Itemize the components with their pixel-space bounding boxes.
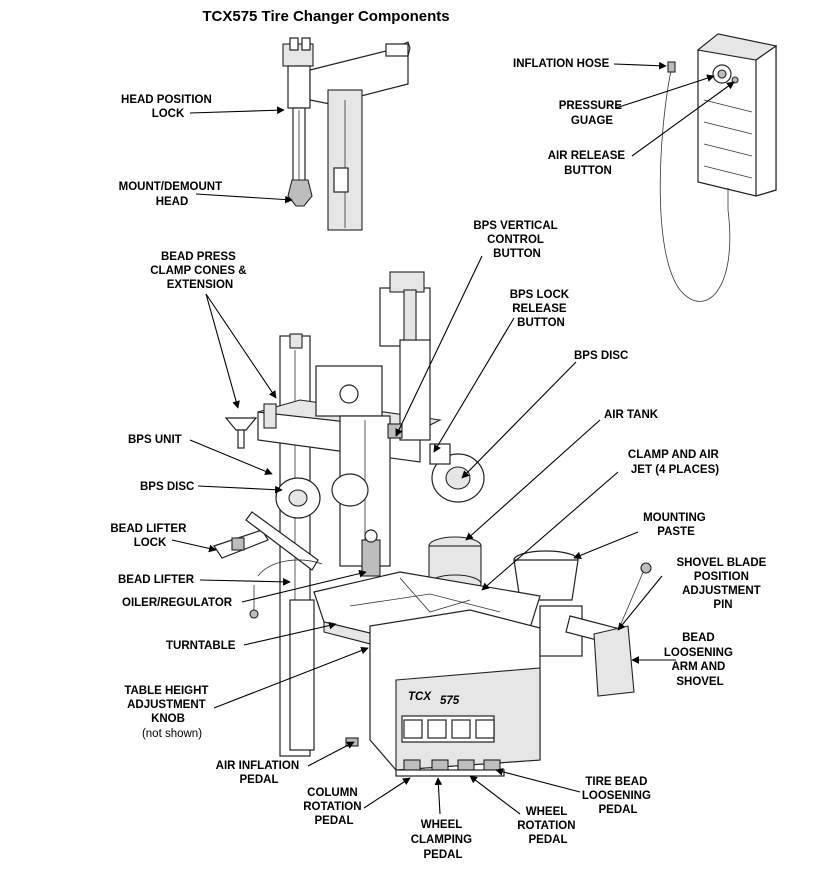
inflation-box-inset [659, 33, 778, 302]
label-wheel-clamping-pedal: WHEEL CLAMPING PEDAL [411, 819, 476, 861]
label-inflation-hose: INFLATION HOSE [513, 58, 610, 70]
label-air-release-button: AIR RELEASE BUTTON [548, 150, 629, 177]
brand-prefix: TCX [408, 691, 432, 703]
label-wheel-rotation-pedal: WHEEL ROTATION PEDAL [517, 806, 579, 846]
label-air-tank: AIR TANK [604, 409, 659, 421]
leader-lines [171, 61, 735, 815]
label-shovel-blade-position: SHOVEL BLADE POSITION ADJUSTMENT PIN [676, 557, 769, 611]
labels: INFLATION HOSE PRESSURE GUAGE AIR RELEAS… [110, 58, 769, 861]
label-clamp-and-air-jet: CLAMP AND AIR JET (4 PLACES) [628, 449, 722, 476]
label-bead-loosening-arm: BEAD LOOSENING ARM AND SHOVEL [664, 632, 736, 688]
label-bps-disc-right: BPS DISC [574, 350, 628, 362]
label-bead-press-clamp-cones: BEAD PRESS CLAMP CONES & EXTENSION [150, 251, 249, 291]
label-tire-bead-loosening-pedal: TIRE BEAD LOOSENING PEDAL [582, 776, 654, 816]
label-air-inflation-pedal: AIR INFLATION PEDAL [216, 760, 303, 786]
brand-number: 575 [440, 695, 460, 707]
diagram-title: TCX575 Tire Changer Components [202, 8, 449, 25]
label-bps-unit: BPS UNIT [128, 434, 182, 446]
label-column-rotation-pedal: COLUMN ROTATION PEDAL [303, 787, 365, 827]
label-mounting-paste: MOUNTING PASTE [643, 512, 709, 538]
label-bps-lock-release-button: BPS LOCK RELEASE BUTTON [510, 289, 573, 329]
label-bps-vertical-control-button: BPS VERTICAL CONTROL BUTTON [473, 220, 560, 260]
label-bead-lifter-lock: BEAD LIFTER LOCK [110, 523, 189, 549]
label-table-height-knob: TABLE HEIGHT ADJUSTMENT KNOB [124, 685, 211, 725]
label-table-height-note: (not shown) [142, 728, 202, 740]
label-bps-disc-left: BPS DISC [140, 481, 194, 493]
label-head-position-lock: HEAD POSITION LOCK [121, 94, 215, 120]
mount-demount-head-inset [282, 37, 411, 231]
label-pressure-guage: PRESSURE GUAGE [559, 100, 625, 127]
label-mount-demount-head: MOUNT/DEMOUNT HEAD [119, 181, 226, 208]
tire-changer-machine: 575 TCX [213, 271, 652, 777]
label-turntable: TURNTABLE [166, 640, 236, 652]
label-oiler-regulator: OILER/REGULATOR [122, 597, 233, 609]
label-bead-lifter: BEAD LIFTER [118, 574, 195, 586]
